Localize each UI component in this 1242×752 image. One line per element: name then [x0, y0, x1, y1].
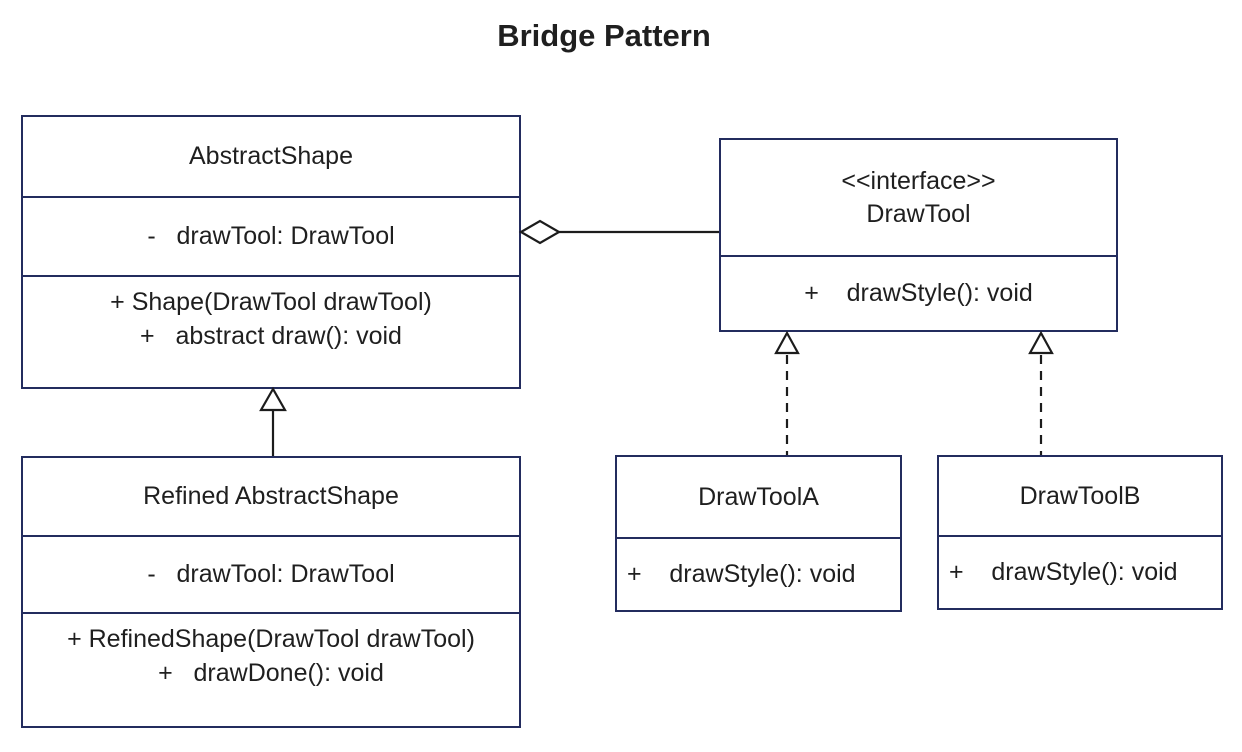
abstract-shape-title-compartment: AbstractShape: [23, 117, 519, 196]
abstract-shape-attributes-compartment: - drawTool: DrawTool: [23, 196, 519, 275]
drawtool-title-compartment: <<interface>> DrawTool: [721, 140, 1116, 255]
drawtool-a-title-compartment: DrawToolA: [617, 457, 900, 537]
diagram-title: Bridge Pattern: [497, 18, 711, 53]
aggregation-diamond-icon: [518, 219, 562, 245]
drawtool-b-name: DrawToolB: [1019, 481, 1141, 510]
refined-methods-compartment: + RefinedShape(DrawTool drawTool) + draw…: [23, 612, 519, 726]
refined-name: Refined AbstractShape: [143, 482, 399, 510]
drawtool-b-method-drawstyle: + drawStyle(): void: [949, 558, 1178, 586]
drawtool-method-drawstyle: + drawStyle(): void: [804, 279, 1033, 307]
refined-attribute: - drawTool: DrawTool: [147, 560, 395, 588]
inheritance-triangle-icon: [259, 386, 287, 412]
refined-attributes-compartment: - drawTool: DrawTool: [23, 535, 519, 612]
class-box-drawtool-a: DrawToolA + drawStyle(): void: [615, 455, 902, 612]
realization-triangle-drawtool-b-icon: [1028, 330, 1054, 355]
drawtool-b-methods-compartment: + drawStyle(): void: [939, 535, 1221, 608]
class-box-abstract-shape: AbstractShape - drawTool: DrawTool + Sha…: [21, 115, 521, 389]
interface-box-drawtool: <<interface>> DrawTool + drawStyle(): vo…: [719, 138, 1118, 332]
drawtool-a-methods-compartment: + drawStyle(): void: [617, 537, 900, 610]
refined-title-compartment: Refined AbstractShape: [23, 458, 519, 535]
class-box-refined-abstract-shape: Refined AbstractShape - drawTool: DrawTo…: [21, 456, 521, 728]
abstract-shape-method-draw: + abstract draw(): void: [140, 322, 402, 350]
drawtool-a-name: DrawToolA: [698, 482, 819, 511]
realization-triangle-drawtool-a-icon: [774, 330, 800, 355]
abstract-shape-methods-compartment: + Shape(DrawTool drawTool) + abstract dr…: [23, 275, 519, 387]
drawtool-stereotype: <<interface>>: [841, 166, 996, 195]
abstract-shape-method-constructor: + Shape(DrawTool drawTool): [110, 288, 432, 316]
abstract-shape-attribute: - drawTool: DrawTool: [147, 222, 395, 250]
refined-method-constructor: + RefinedShape(DrawTool drawTool): [67, 625, 475, 653]
drawtool-b-title-compartment: DrawToolB: [939, 457, 1221, 535]
class-box-drawtool-b: DrawToolB + drawStyle(): void: [937, 455, 1223, 610]
refined-method-drawdone: + drawDone(): void: [158, 659, 384, 687]
drawtool-name: DrawTool: [866, 199, 971, 228]
drawtool-methods-compartment: + drawStyle(): void: [721, 255, 1116, 330]
drawtool-a-method-drawstyle: + drawStyle(): void: [627, 560, 856, 588]
abstract-shape-name: AbstractShape: [189, 142, 353, 170]
